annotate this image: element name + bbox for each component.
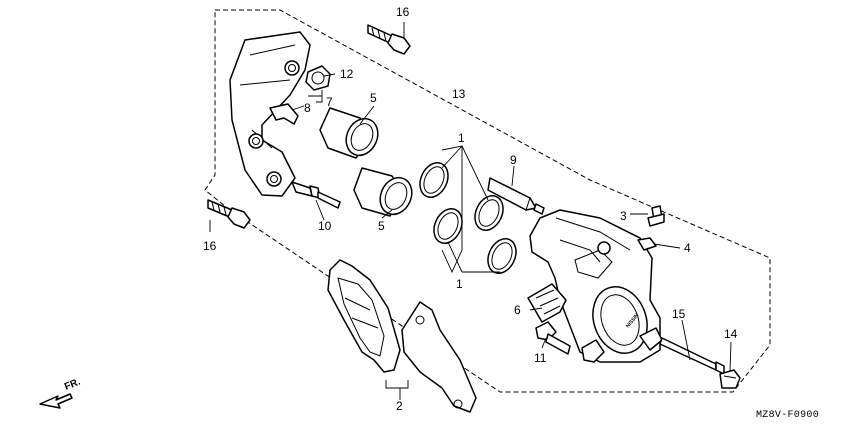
callout-7: 7	[326, 95, 333, 109]
callout-8: 8	[304, 101, 311, 115]
pad-retainer	[269, 103, 299, 125]
callout-11: 11	[534, 351, 547, 365]
callout-12: 12	[340, 67, 354, 81]
piston-upper	[319, 107, 379, 159]
callout-6: 6	[514, 303, 521, 317]
callout-1-upper: 1	[458, 131, 465, 145]
callout-3: 3	[620, 209, 627, 223]
callout-9: 9	[510, 153, 517, 167]
callout-15: 15	[672, 307, 686, 321]
callout-16-upper: 16	[396, 5, 410, 19]
piston-lower	[353, 167, 413, 217]
pad-spring	[527, 283, 567, 323]
boot	[305, 65, 331, 91]
callout-1-lower: 1	[456, 277, 463, 291]
callout-14: 14	[724, 327, 738, 341]
caliper-body: NISSIN	[529, 209, 663, 363]
brake-pad-upper	[327, 259, 401, 373]
assembly-boundary	[204, 9, 771, 393]
pin-bolt	[487, 177, 545, 215]
slide-pin	[291, 181, 341, 209]
diagram-code: MZ8V-F0900	[756, 410, 819, 421]
callout-16-lower: 16	[203, 239, 217, 253]
bleeder-cap	[637, 237, 657, 251]
front-direction-arrow-icon	[39, 393, 73, 409]
callout-10: 10	[318, 219, 332, 233]
caliper-bracket	[229, 31, 311, 197]
pad-pin-plug	[719, 369, 741, 389]
piston-seals	[419, 162, 517, 274]
direction-label: FR.	[63, 376, 82, 392]
callout-2: 2	[396, 399, 403, 413]
callout-4: 4	[684, 241, 691, 255]
pad-pin	[659, 337, 725, 375]
callout-13: 13	[452, 87, 466, 101]
callout-5-lower: 5	[378, 219, 385, 233]
leader-lines	[209, 22, 732, 400]
bolt-lower	[207, 199, 251, 229]
callout-5-upper: 5	[370, 91, 377, 105]
brake-pad-lower	[401, 301, 477, 413]
bleeder-pin	[535, 321, 571, 355]
bleeder-valve	[647, 205, 665, 227]
